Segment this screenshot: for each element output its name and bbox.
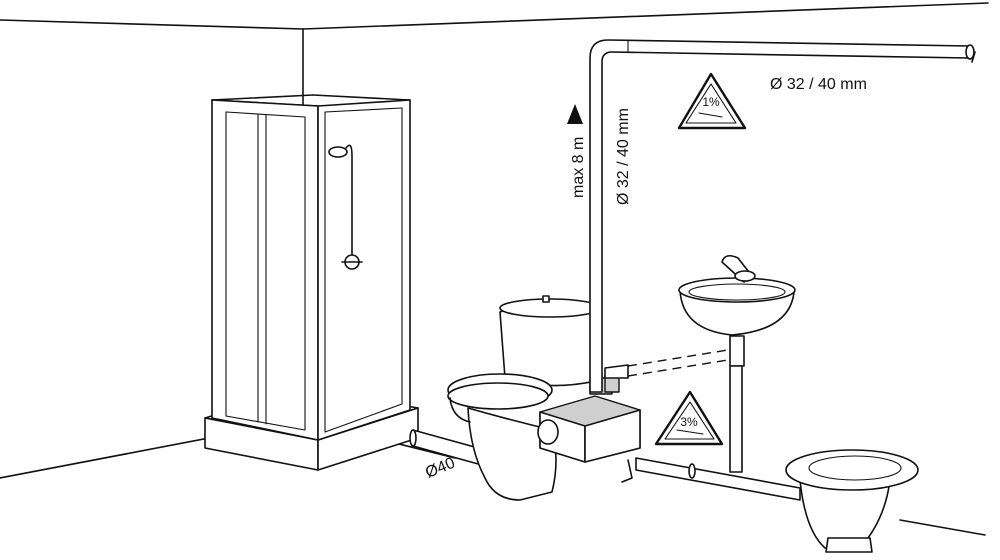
shower-cabin (204, 94, 419, 471)
toilet-with-cistern (447, 295, 601, 501)
basin-dashed-connection (627, 349, 729, 377)
up-arrow-icon (567, 104, 583, 124)
max-height-label: max 8 m (570, 137, 587, 198)
slope-label-bottom: 3% (680, 415, 698, 429)
slope-triangle-top: 1% (677, 72, 747, 130)
bottom-discharge-pipe (635, 457, 801, 501)
inlet-diameter-label: Ø40 (423, 455, 458, 482)
floor-toilet (785, 449, 919, 553)
macerator-pump (537, 375, 641, 483)
discharge-pipe (589, 39, 976, 393)
washbasin (678, 254, 796, 473)
slope-label-top: 1% (702, 95, 720, 109)
pipe-diameter-vertical-label: Ø 32 / 40 mm (615, 108, 632, 205)
slope-triangle-bottom: 3% (654, 390, 724, 446)
pipe-diameter-horizontal-label: Ø 32 / 40 mm (770, 76, 867, 93)
